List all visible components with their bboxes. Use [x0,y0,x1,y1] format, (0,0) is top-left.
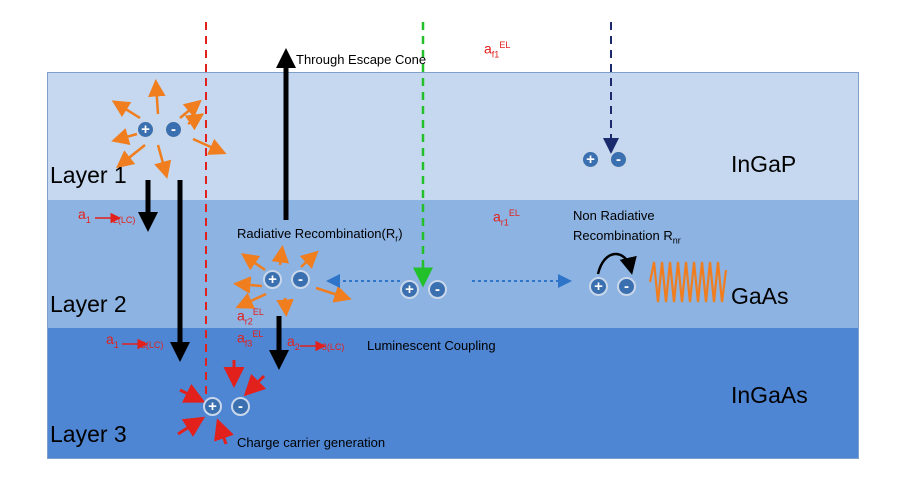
charge-pair-layer2-emitter-hole: + [263,270,282,289]
non-radiative-label-line1: Non Radiative [573,208,655,223]
layer-1-ingap [47,72,859,201]
coef-af3-el: af3EL [237,329,264,349]
material-ingaas: InGaAs [731,382,808,408]
emission-arrows-layer-1 [111,79,227,179]
coef-ar1-el: ar1EL [493,208,520,228]
charge-pair-layer1-emitter-electron: - [164,120,183,139]
charge-pair-layer2-nonradiative-electron: - [617,277,636,296]
charge-pair-layer2-absorbed-electron: - [428,280,447,299]
luminescent-coupling-label: Luminescent Coupling [367,338,496,353]
material-ingap: InGaP [731,151,797,177]
coef-af1-el: af1EL [484,40,511,60]
emission-arrows-layer-2 [233,245,352,317]
radiative-recombination-label: Radiative Recombination(Rr) [237,226,403,244]
charge-pair-layer1-absorbed-electron: - [609,150,628,169]
layer-1-label: Layer 1 [50,162,127,188]
coef-ar2-el: ar2EL [237,307,264,327]
layer-2-label: Layer 2 [50,291,127,317]
charge-pair-layer2-emitter-electron: - [291,270,310,289]
charge-generation-label: Charge carrier generation [237,435,386,450]
charge-pair-layer2-nonradiative-hole: + [589,277,608,296]
material-gaas: GaAs [731,283,789,309]
charge-pair-layer1-absorbed-hole: + [581,150,600,169]
non-radiative-curved-arrow [596,252,637,275]
charge-pair-layer3-generated-electron: - [231,397,250,416]
escape-cone-label: Through Escape Cone [296,52,427,67]
non-radiative-label-line2: Recombination Rnr [573,228,681,246]
generation-arrows [177,360,267,445]
charge-pair-layer3-generated-hole: + [203,397,222,416]
layer-3-label: Layer 3 [50,421,127,447]
charge-pair-layer2-absorbed-hole: + [400,280,419,299]
charge-pair-layer1-emitter-hole: + [136,120,155,139]
phonon-wave [648,261,728,303]
